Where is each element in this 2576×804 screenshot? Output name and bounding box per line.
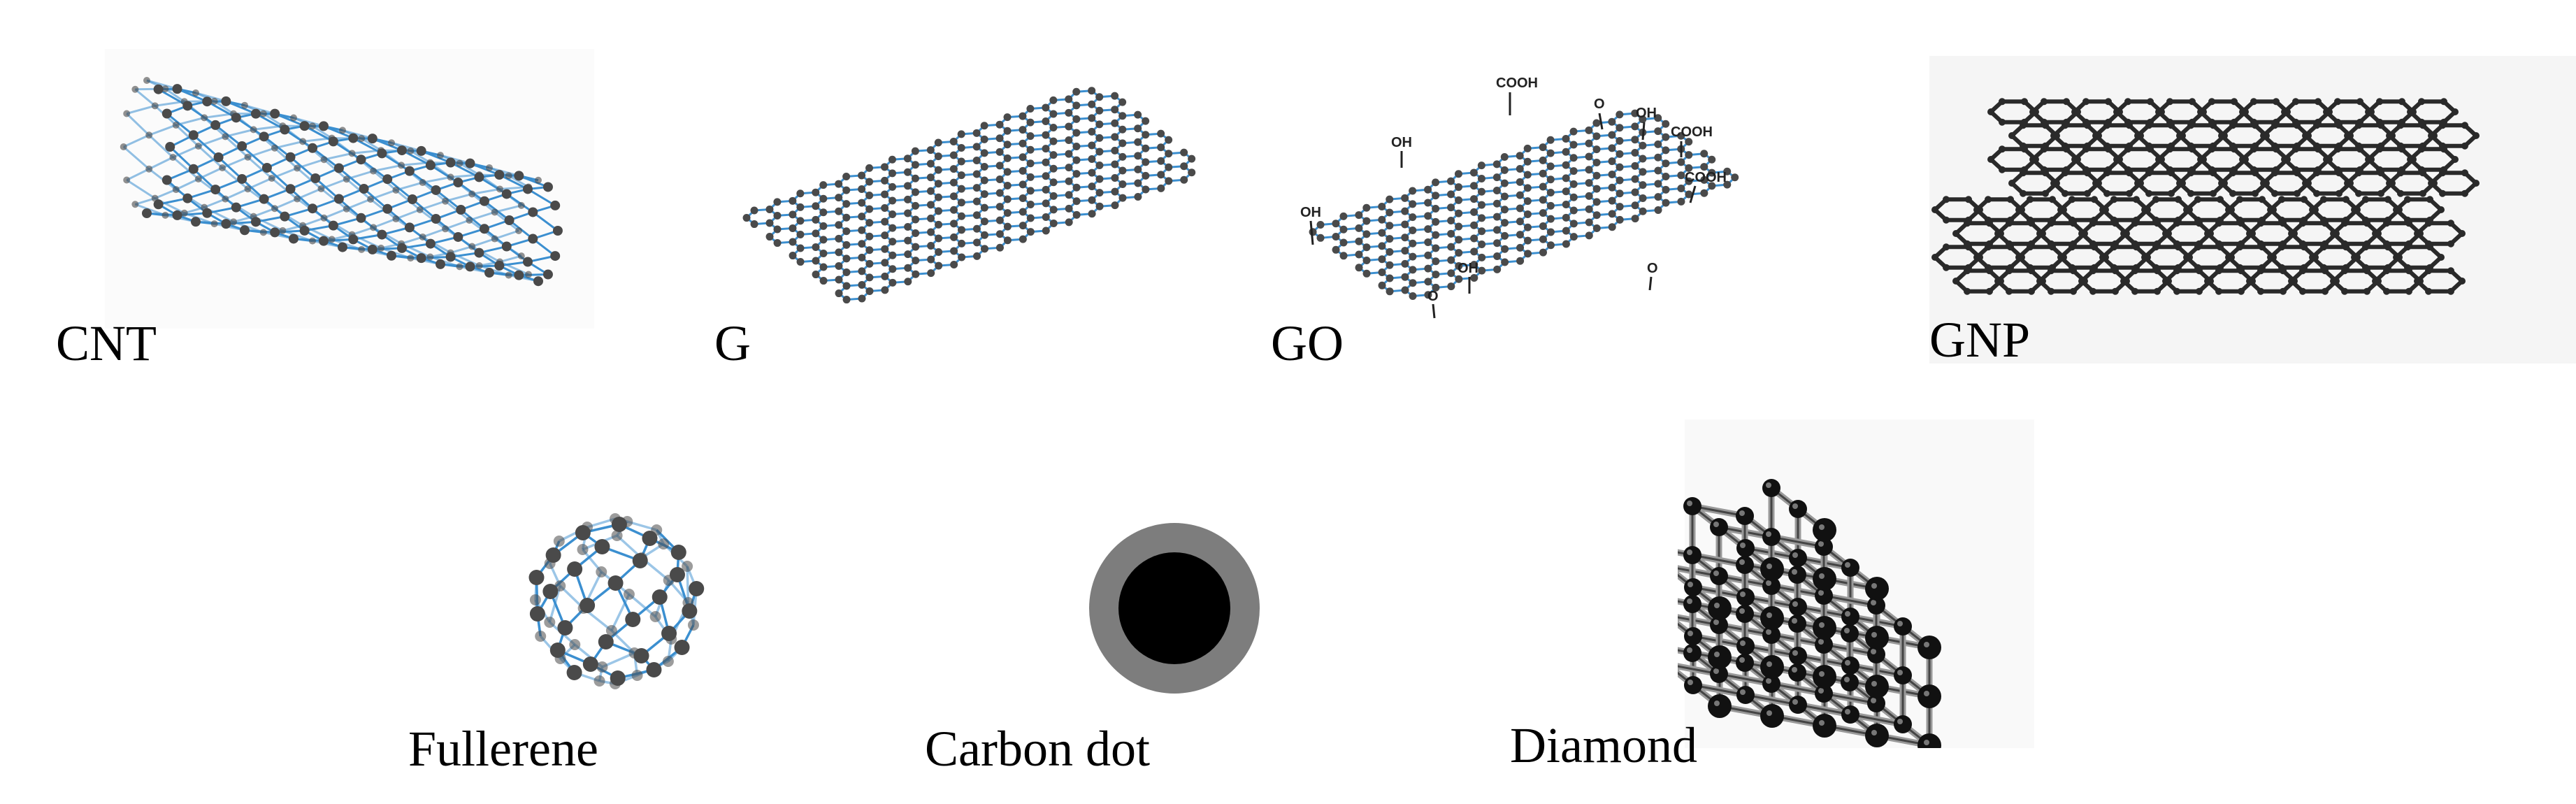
label-carbon-dot: Carbon dot — [925, 721, 1150, 777]
svg-text:OH: OH — [1300, 205, 1321, 220]
carbon-nanotube-icon — [120, 77, 563, 287]
svg-text:COOH: COOH — [1496, 76, 1538, 91]
label-diamond: Diamond — [1510, 717, 1697, 773]
diamond-lattice-icon — [1678, 479, 1941, 748]
svg-text:O: O — [1594, 96, 1605, 112]
graphene-oxide-icon: COOH O OH COOH COOH OH OH OH O O — [1300, 76, 1739, 319]
svg-text:COOH: COOH — [1685, 170, 1727, 185]
svg-text:O: O — [1427, 289, 1439, 304]
svg-text:OH: OH — [1636, 106, 1657, 121]
label-g: G — [714, 315, 751, 371]
svg-text:COOH: COOH — [1671, 124, 1713, 140]
label-gnp: GNP — [1929, 312, 2031, 368]
svg-text:OH: OH — [1458, 261, 1478, 276]
carbon-dot-icon — [1089, 523, 1260, 694]
svg-text:O: O — [1647, 261, 1658, 276]
label-fullerene: Fullerene — [408, 721, 598, 777]
svg-text:OH: OH — [1391, 135, 1412, 150]
fullerene-icon — [528, 513, 705, 689]
label-cnt: CNT — [56, 315, 157, 371]
graphene-nanoplatelet-icon — [1931, 98, 2480, 295]
label-go: GO — [1271, 315, 1344, 371]
graphene-sheet-icon — [742, 87, 1196, 304]
